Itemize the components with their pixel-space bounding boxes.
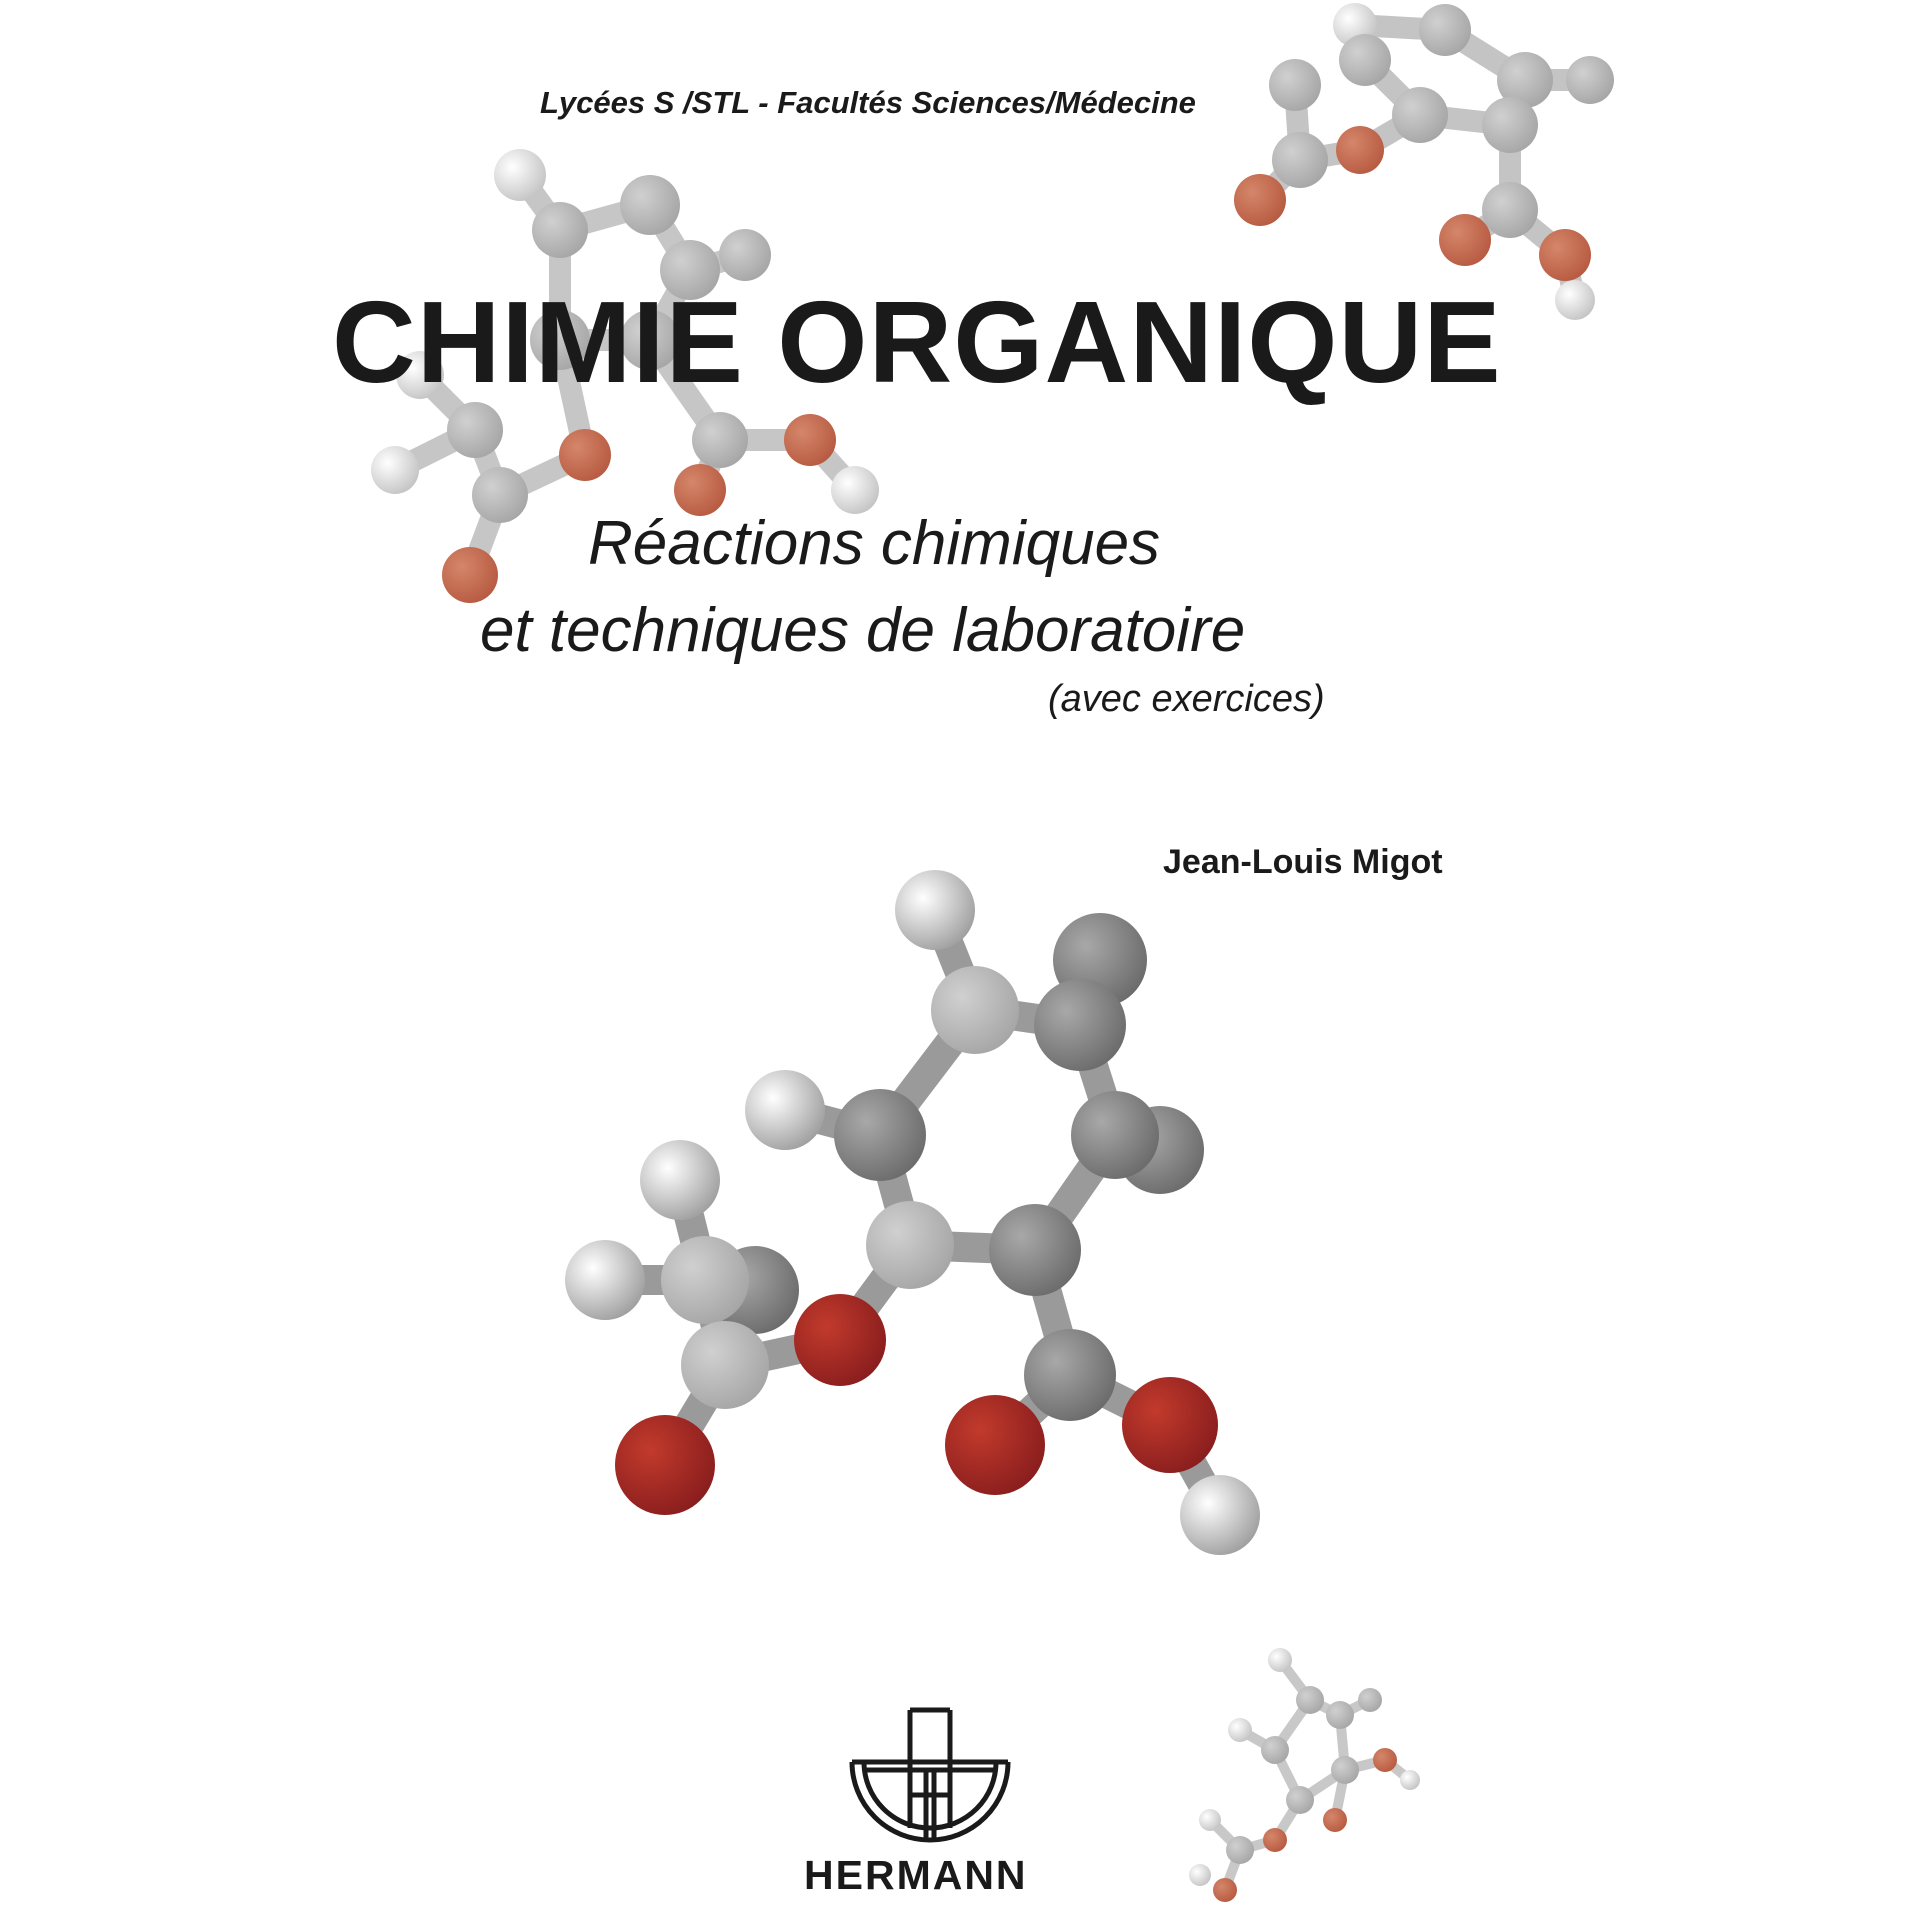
molecule-left-faded — [371, 149, 879, 603]
molecule-small-bottom-right — [1189, 1648, 1420, 1902]
molecule-top-right — [1234, 3, 1614, 320]
book-title: CHIMIE ORGANIQUE — [332, 277, 1502, 407]
subtitle-note: (avec exercices) — [1048, 678, 1325, 720]
series-line: Lycées S /STL - Facultés Sciences/Médeci… — [540, 85, 1196, 120]
publisher-name: HERMANN — [804, 1852, 1028, 1898]
subtitle-line-2: et techniques de laboratoire — [480, 596, 1246, 665]
publisher-logo-icon — [849, 1707, 1011, 1843]
author-name: Jean-Louis Migot — [1163, 843, 1443, 881]
molecule-main — [565, 870, 1260, 1555]
subtitle-line-1: Réactions chimiques — [588, 509, 1161, 578]
